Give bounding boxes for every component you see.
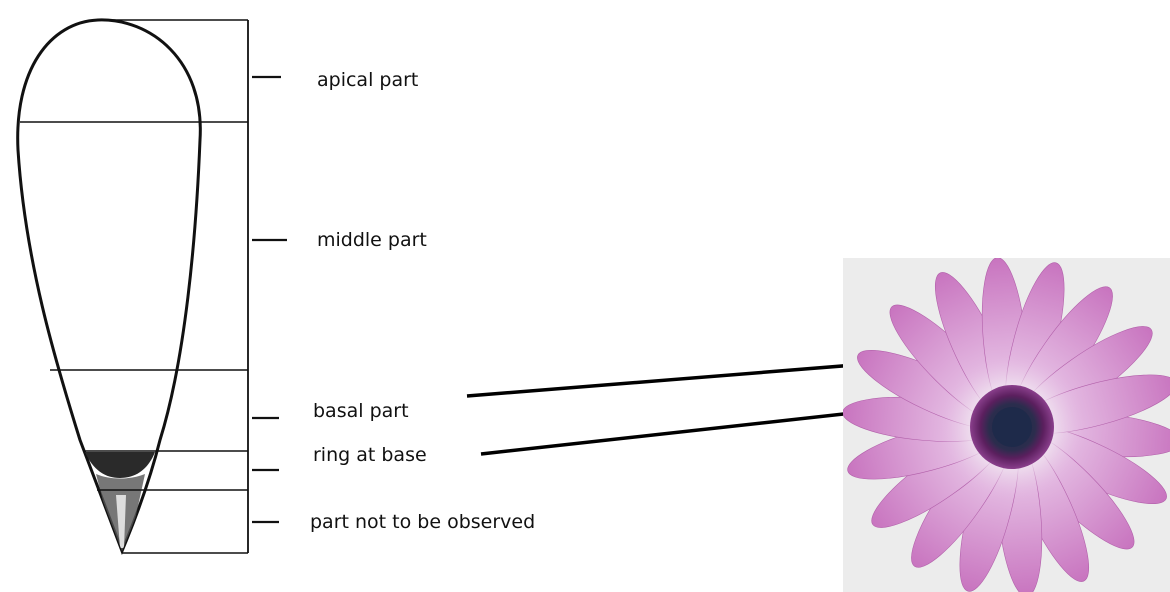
label-middle-part: middle part xyxy=(317,229,427,251)
base-ring-shading xyxy=(85,452,155,478)
label-basal-part: basal part xyxy=(313,400,409,422)
label-ring-at-base: ring at base xyxy=(313,444,427,466)
label-part-not-observed: part not to be observed xyxy=(310,511,536,533)
label-apical-part: apical part xyxy=(317,69,419,91)
base-stripe xyxy=(116,495,126,548)
flower-photo xyxy=(843,258,1170,592)
flower-center xyxy=(992,407,1032,447)
